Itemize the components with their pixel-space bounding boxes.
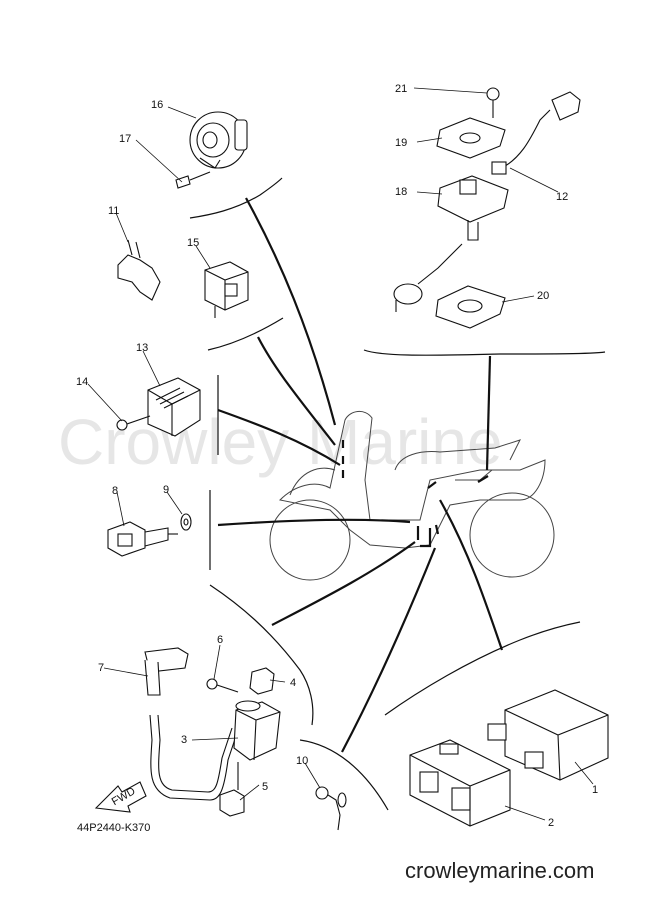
callout-17: 17 (119, 133, 131, 145)
callout-13: 13 (136, 342, 148, 354)
bolt-part-17[interactable] (175, 171, 211, 189)
callout-11: 11 (108, 205, 119, 217)
ignition-coil-part-3[interactable] (233, 700, 281, 761)
connector-part-4[interactable] (249, 667, 275, 695)
switch-part-8[interactable] (107, 521, 178, 557)
callout-15: 15 (187, 237, 199, 249)
bolt-part-6[interactable] (206, 678, 239, 693)
harness-part-12[interactable] (491, 91, 581, 175)
connector-part-5[interactable] (219, 762, 245, 817)
gasket-part-20[interactable] (435, 285, 506, 329)
ground-screw-part-10[interactable] (315, 786, 347, 831)
plug-cap-part-7[interactable] (144, 647, 239, 801)
washer-part-9[interactable] (180, 513, 192, 531)
callout-3: 3 (181, 734, 187, 746)
callout-labels: 16 17 11 15 13 14 8 9 7 6 4 3 5 10 1 2 2… (76, 83, 598, 829)
connection-lines (217, 197, 504, 753)
clip-part-11[interactable] (117, 239, 161, 301)
callout-10: 10 (296, 755, 308, 767)
horn-part-16[interactable] (189, 111, 248, 169)
callout-16: 16 (151, 99, 163, 111)
box-part-2[interactable] (409, 739, 511, 827)
callout-21: 21 (395, 83, 407, 95)
callout-14: 14 (76, 376, 88, 388)
group-brackets (189, 177, 606, 811)
callout-1: 1 (592, 784, 598, 796)
callout-19: 19 (395, 137, 407, 149)
plate-part-19[interactable] (436, 117, 506, 159)
cdi-unit-part-1[interactable] (487, 689, 609, 781)
fuel-sender-part-18[interactable] (393, 175, 509, 312)
forward-arrow: FWD (94, 781, 147, 813)
leader-lines (87, 87, 594, 821)
callout-7: 7 (98, 662, 104, 674)
callout-6: 6 (217, 634, 223, 646)
callout-18: 18 (395, 186, 407, 198)
diagram-code: 44P2440-K370 (77, 822, 151, 834)
site-url-text: crowleymarine.com (405, 858, 595, 883)
callout-20: 20 (537, 290, 549, 302)
callout-5: 5 (262, 781, 268, 793)
bolt-part-21[interactable] (486, 87, 500, 118)
regulator-part-13[interactable] (147, 377, 201, 437)
callout-12: 12 (556, 191, 568, 203)
callout-2: 2 (548, 817, 554, 829)
bolt-part-14[interactable] (116, 415, 151, 431)
motorcycle-outline (269, 411, 555, 581)
callout-9: 9 (163, 484, 169, 496)
callout-4: 4 (290, 677, 296, 689)
callout-8: 8 (112, 485, 118, 497)
relay-part-15[interactable] (204, 261, 249, 318)
